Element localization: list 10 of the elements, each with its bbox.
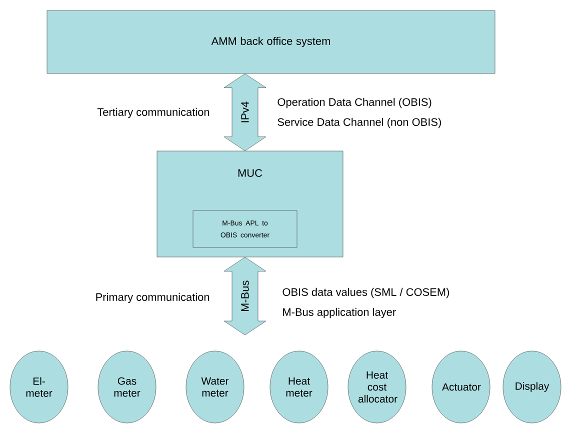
top-box: AMM back office system (46, 10, 496, 74)
side-note: M-Bus application layer (283, 308, 396, 318)
side-note: Operation Data Channel (OBIS) (278, 98, 432, 108)
double-arrow (224, 74, 266, 151)
edge-label: M-Bus (240, 280, 250, 312)
side-note: OBIS data values (SML / COSEM) (282, 288, 449, 298)
side-note: Primary communication (96, 292, 210, 304)
side-note: Service Data Channel (non OBIS) (278, 118, 441, 128)
edge-label: IPv4 (240, 100, 250, 124)
side-note: Tertiary communication (97, 108, 210, 118)
